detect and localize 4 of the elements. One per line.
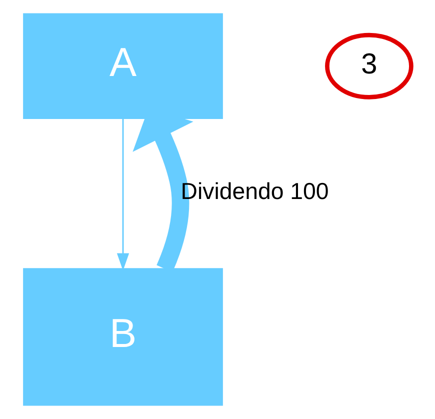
arrow (116, 118, 130, 271)
node-box: B (23, 268, 223, 406)
node-ellipse: 3 (325, 32, 414, 100)
node-box: A (23, 13, 223, 119)
